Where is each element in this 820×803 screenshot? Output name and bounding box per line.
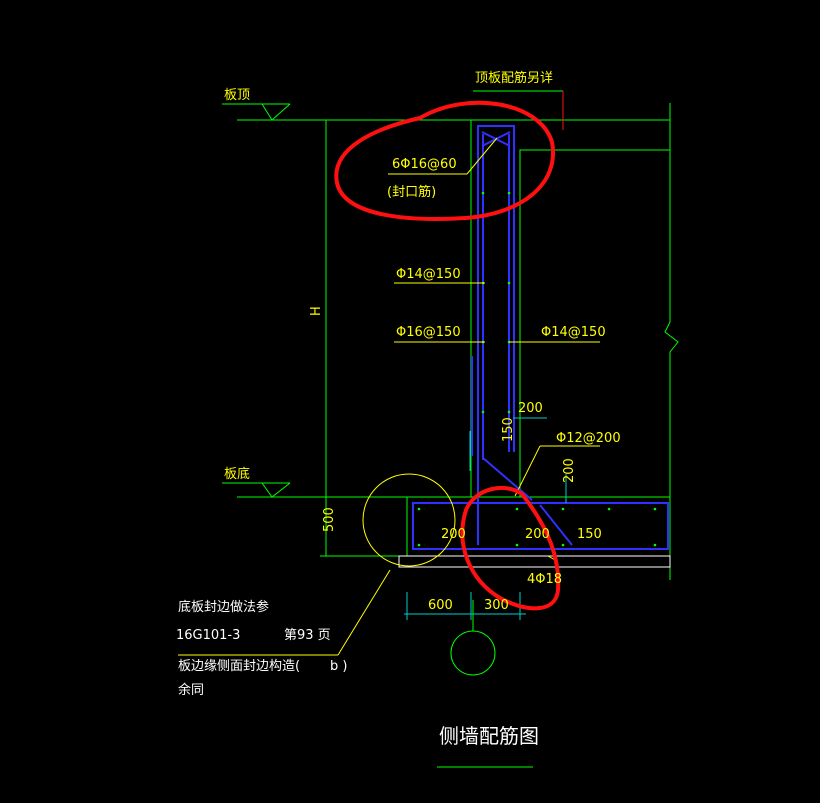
- note-line3: 板边缘侧面封边构造(: [178, 659, 300, 674]
- slab-bottom-label: 板底: [224, 466, 250, 482]
- note-line1: 底板封边做法参: [178, 599, 269, 615]
- dim-200-left: 200: [441, 527, 466, 542]
- drawing-title: 侧墙配筋图: [439, 724, 539, 748]
- rebar-lines: [412, 125, 669, 550]
- axis-bubble: [450, 630, 496, 676]
- detail-callout-circle: [362, 473, 456, 567]
- note-line4: 余同: [178, 682, 204, 698]
- dim-150-right: 150: [577, 527, 602, 542]
- dim-200-mid: 200: [525, 527, 550, 542]
- concrete-outline: [237, 103, 679, 768]
- note-b: b ): [330, 659, 347, 674]
- height-label: H: [309, 306, 324, 316]
- text-labels: 板顶 板底 顶板配筋另详 6Φ16@60 (封口筋) Φ14@150 Φ16@1…: [224, 70, 621, 613]
- dimension-lines: [404, 417, 567, 620]
- dim-200-vertical: 200: [562, 458, 577, 483]
- inner-right-bar-label: Φ14@150: [541, 325, 606, 340]
- dim-200-top: 200: [518, 401, 543, 416]
- annotation-leaders: [388, 137, 600, 561]
- stirrup-label: Φ12@200: [556, 431, 621, 446]
- outer-bar-label: Φ14@150: [396, 267, 461, 282]
- level-markers: [222, 90, 563, 498]
- callout-leader: [337, 569, 391, 656]
- red-highlight-bottom: [460, 485, 561, 611]
- corner-bars-label: 4Φ18: [527, 572, 562, 587]
- inner-left-bar-label: Φ16@150: [396, 325, 461, 340]
- slab-top-label: 板顶: [224, 88, 250, 103]
- dim-500: 500: [322, 507, 337, 532]
- top-slab-note: 顶板配筋另详: [475, 70, 553, 86]
- note-page: 第93 页: [284, 628, 331, 643]
- dim-300: 300: [484, 598, 509, 613]
- dim-150-haunch: 150: [501, 417, 516, 442]
- blinding-layer: [398, 555, 671, 568]
- dim-600: 600: [428, 598, 453, 613]
- callout-note: 底板封边做法参 16G101-3 第93 页 板边缘侧面封边构造( b ) 余同: [176, 599, 347, 698]
- closing-note-label: (封口筋): [387, 184, 436, 200]
- note-ref: 16G101-3: [176, 628, 240, 643]
- red-highlight-top: [334, 100, 556, 221]
- rebar-dots: [417, 191, 657, 547]
- closing-bars-label: 6Φ16@60: [392, 157, 457, 172]
